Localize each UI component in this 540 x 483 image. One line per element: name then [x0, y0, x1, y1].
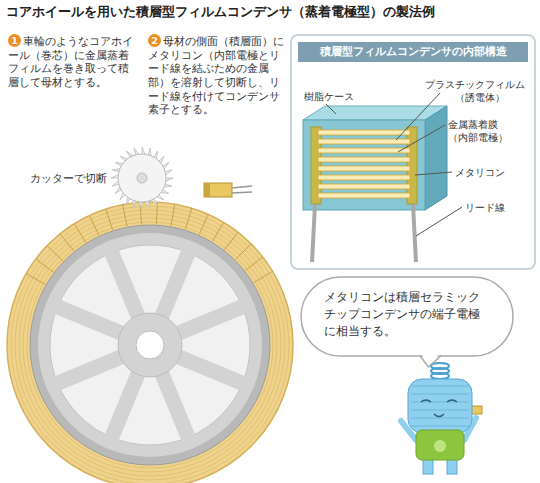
case-side: [425, 106, 447, 210]
hub-hole: [136, 331, 164, 359]
cut-mark: [106, 209, 113, 230]
wheel-hub: [118, 313, 182, 377]
part-label: 樹脂ケース: [304, 90, 354, 103]
cutter-teeth: [111, 147, 173, 209]
cut-mark: [171, 204, 175, 226]
leader-line: [396, 93, 440, 140]
leader-line: [415, 172, 452, 175]
ridge: [411, 386, 469, 387]
speech-bubble: メタリコンは積層セラミックチップコンデンサの端子電極に相当する。: [300, 276, 514, 357]
step-text: 母材の側面（積層面）にメタリコン（内部電極とリード線を結ぶための金属部）を溶射し…: [148, 35, 284, 115]
wheel-window: [50, 245, 250, 445]
shirt-logo: [434, 440, 446, 452]
cutter-blade: [111, 147, 173, 209]
part-label: リード線: [465, 201, 505, 214]
cut-mark: [47, 246, 63, 261]
cut-mark: [90, 215, 99, 235]
wheel-rim: [30, 225, 270, 465]
plastic-film: [318, 130, 410, 135]
title: コアホイールを用いた積層型フィルムコンデンサ（蒸着電極型）の製法例: [6, 4, 435, 21]
part-label: メタリコン: [455, 166, 505, 179]
mouth: [434, 414, 444, 417]
ridge: [411, 402, 469, 403]
plastic-film: [318, 157, 410, 162]
plastic-film: [318, 148, 410, 153]
shirt: [416, 430, 464, 460]
capacitor-metallicon: [204, 183, 210, 197]
bubble-tail: [420, 356, 441, 368]
leader-line: [326, 104, 336, 114]
part-label: （内部電極）: [448, 131, 508, 144]
cut-mark: [74, 224, 86, 243]
step-note: 1車輪のようなコアホイール（巻芯）に金属蒸着フィルムを巻き取って積層して母材とす…: [8, 34, 138, 90]
ridge: [411, 394, 469, 395]
cutter-axle: [137, 173, 147, 183]
lead-wire: [413, 204, 416, 262]
lead-wire: [232, 192, 252, 193]
core-wheel: [7, 202, 293, 483]
leader-line: [416, 207, 462, 236]
lead-wire: [312, 204, 315, 262]
film-stack: [318, 130, 410, 198]
cut-mark: [212, 222, 223, 241]
cut-mark: [60, 234, 74, 251]
plastic-film: [318, 175, 410, 180]
plastic-film: [318, 166, 410, 171]
cut-mark: [123, 205, 127, 227]
lead-wire: [232, 186, 252, 188]
film-layer: [15, 210, 285, 480]
callout-number: 1: [8, 34, 21, 47]
metallicon-left: [311, 127, 321, 204]
film-roll: [7, 202, 293, 483]
part-label: （誘電体）: [455, 91, 505, 104]
bubble-tail-fill: [421, 353, 440, 366]
plastic-film: [318, 193, 410, 198]
ridge: [411, 418, 469, 419]
mascot-head: [408, 379, 472, 433]
cut-mark: [36, 259, 54, 272]
resin-case: [303, 120, 425, 210]
wheel-face: [38, 233, 262, 457]
head-ridges: [411, 386, 469, 426]
metallicon-right: [407, 127, 417, 204]
bubble-text-box: メタリコンは積層セラミックチップコンデンサの端子電極に相当する。: [300, 276, 514, 352]
film-layer: [11, 206, 289, 483]
ridge: [411, 410, 469, 411]
film-layer: [23, 218, 277, 472]
cut-mark: [245, 257, 262, 271]
leader-line: [398, 125, 445, 152]
mascot: [401, 363, 482, 474]
eye: [447, 400, 457, 402]
inset-panel: 積層型フィルムコンデンサの内部構造: [290, 34, 536, 270]
cut-mark: [236, 244, 252, 260]
panel-heading: 積層型フィルムコンデンサの内部構造: [298, 42, 528, 62]
cut-mark: [224, 232, 238, 249]
part-label: 金属蒸着膜: [448, 118, 498, 131]
cut-mark: [156, 202, 157, 224]
cut-mark: [26, 274, 45, 285]
plastic-film: [318, 184, 410, 189]
part-label: カッターで切断: [30, 172, 107, 186]
bubble-text: メタリコンは積層セラミックチップコンデンサの端子電極に相当する。: [324, 289, 490, 339]
cut-mark: [254, 271, 273, 282]
cut-mark: [185, 208, 191, 229]
cut-mark: [199, 214, 208, 234]
cutter-disc: [118, 154, 166, 202]
bubble-shape: [301, 277, 513, 356]
film-layer: [27, 222, 273, 468]
spring: [431, 373, 449, 379]
eye: [421, 400, 431, 402]
callout-number: 2: [148, 34, 161, 47]
film-layers: [11, 202, 289, 483]
capacitor-element: [204, 183, 232, 197]
step-text: 車輪のようなコアホイール（巻芯）に金属蒸着フィルムを巻き取って積層して母材とする…: [8, 35, 133, 88]
ridge: [411, 426, 469, 427]
wheel-spokes: [54, 249, 246, 441]
part-label: プラスチックフィルム: [425, 78, 525, 91]
film-layer: [19, 214, 281, 476]
step-note: 2母材の側面（積層面）にメタリコン（内部電極とリード線を結ぶための金属部）を溶射…: [148, 34, 286, 117]
